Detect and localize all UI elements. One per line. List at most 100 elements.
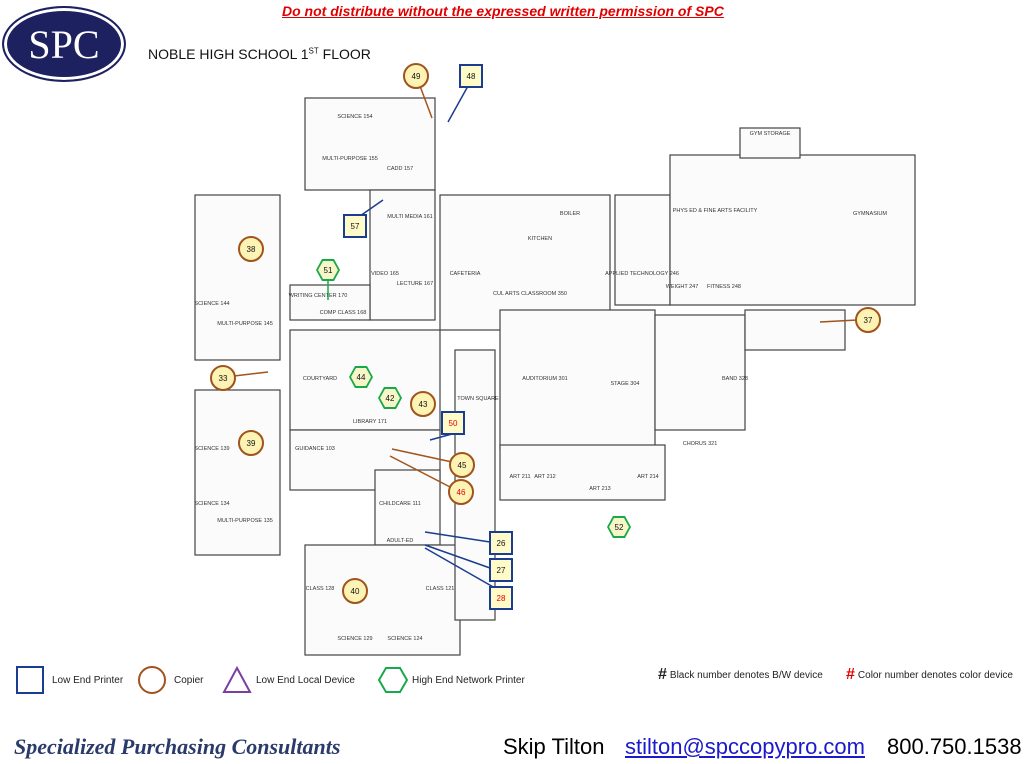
marker-number: 57 — [350, 221, 360, 231]
marker-arrows — [233, 85, 858, 589]
printer-marker[interactable]: 27 — [489, 558, 513, 582]
legend-label: Black number denotes B/W device — [669, 669, 823, 681]
room-label: STAGE 304 — [611, 381, 640, 387]
room-label: SCIENCE 134 — [194, 501, 229, 507]
network-printer-marker[interactable]: 44 — [349, 366, 373, 388]
printer-marker[interactable]: 57 — [343, 214, 367, 238]
room-label: WRITING CENTER 170 — [289, 293, 348, 299]
room-label: MULTI-PURPOSE 155 — [322, 156, 378, 162]
marker-number: 26 — [496, 538, 506, 548]
marker-number: 52 — [609, 518, 629, 536]
printer-marker[interactable]: 26 — [489, 531, 513, 555]
copier-marker-color[interactable]: 46 — [448, 479, 474, 505]
room-label: KITCHEN — [528, 236, 552, 242]
contact-email-link[interactable]: stilton@spccopypro.com — [625, 734, 865, 759]
circle-icon — [138, 666, 166, 694]
copier-marker[interactable]: 49 — [403, 63, 429, 89]
marker-number: 46 — [456, 487, 466, 497]
marker-number: 28 — [496, 593, 506, 603]
network-printer-marker[interactable]: 52 — [607, 516, 631, 538]
legend-label: Copier — [174, 674, 204, 686]
hexagon-icon — [378, 667, 408, 693]
room-label: AUDITORIUM 301 — [522, 376, 567, 382]
room-label: COMP CLASS 168 — [320, 310, 367, 316]
contact-name: Skip Tilton — [503, 734, 605, 759]
copier-marker[interactable]: 39 — [238, 430, 264, 456]
printer-marker-color[interactable]: 50 — [441, 411, 465, 435]
marker-number: 40 — [350, 586, 360, 596]
room-label: ART 212 — [534, 474, 556, 480]
network-printer-marker[interactable]: 42 — [378, 387, 402, 409]
marker-number: 43 — [418, 399, 428, 409]
marker-number: 33 — [218, 373, 228, 383]
room-label: CLASS 128 — [306, 586, 335, 592]
room-label: MULTI-PURPOSE 135 — [217, 518, 273, 524]
room-label: VIDEO 165 — [371, 271, 399, 277]
room-label: FITNESS 248 — [707, 284, 741, 290]
copier-marker[interactable]: 45 — [449, 452, 475, 478]
spc-logo: SPC — [2, 6, 126, 82]
logo-text: SPC — [28, 21, 100, 67]
room-label: MULTI MEDIA 161 — [387, 214, 432, 220]
room-label: BAND 328 — [722, 376, 748, 382]
copier-marker[interactable]: 43 — [410, 391, 436, 417]
marker-number: 37 — [863, 315, 873, 325]
network-printer-marker[interactable]: 51 — [316, 259, 340, 281]
distribution-warning: Do not distribute without the expressed … — [282, 3, 724, 19]
legend-copier: Copier — [138, 666, 203, 694]
room-labels: SCIENCE 154 CADD 157 MULTI-PURPOSE 155 M… — [194, 114, 887, 642]
room-label: ART 211 — [509, 474, 530, 480]
marker-number: 49 — [411, 71, 421, 81]
room-label: CADD 157 — [387, 166, 413, 172]
legend-low-end-local: Low End Local Device — [222, 666, 355, 694]
marker-number: 51 — [318, 261, 338, 279]
room-label: GYMNASIUM — [853, 211, 887, 217]
title-main: NOBLE HIGH SCHOOL 1 — [148, 46, 309, 62]
marker-number: 48 — [466, 71, 476, 81]
room-label: CUL ARTS CLASSROOM 350 — [493, 291, 567, 297]
room-label: BOILER — [560, 211, 580, 217]
room-label: LIBRARY 171 — [353, 419, 387, 425]
room-label: PHYS ED & FINE ARTS FACILITY — [673, 208, 758, 214]
legend-label: Color number denotes color device — [857, 669, 1013, 681]
room-label: SCIENCE 154 — [337, 114, 372, 120]
title-end: FLOOR — [318, 46, 371, 62]
room-label: SCIENCE 124 — [387, 636, 422, 642]
marker-number: 44 — [351, 368, 371, 386]
legend-label: High End Network Printer — [412, 674, 525, 686]
room-label: CHILDCARE 111 — [379, 501, 421, 507]
legend-bw-note: # Black number denotes B/W device — [658, 666, 823, 684]
marker-number: 42 — [380, 389, 400, 407]
legend-color-note: # Color number denotes color device — [846, 666, 1013, 684]
marker-number: 45 — [457, 460, 467, 470]
room-label: ART 213 — [589, 486, 611, 492]
room-label: CAFETERIA — [450, 271, 481, 277]
room-label: ADULT-ED — [387, 538, 414, 544]
room-label: ART 214 — [637, 474, 659, 480]
room-label: MULTI-PURPOSE 145 — [217, 321, 273, 327]
hash-icon-red: # — [846, 666, 855, 683]
printer-marker-color[interactable]: 28 — [489, 586, 513, 610]
marker-number: 39 — [246, 438, 256, 448]
room-label: COURTYARD — [303, 376, 337, 382]
building-outline — [194, 97, 916, 656]
contact-phone: 800.750.1538 — [887, 734, 1022, 759]
copier-marker[interactable]: 40 — [342, 578, 368, 604]
legend-label: Low End Printer — [52, 674, 124, 686]
copier-marker[interactable]: 38 — [238, 236, 264, 262]
room-label: SCIENCE 129 — [337, 636, 372, 642]
room-label: APPLIED TECHNOLOGY 246 — [605, 271, 679, 277]
room-label: GYM STORAGE — [750, 131, 791, 137]
room-label: WEIGHT 247 — [666, 284, 699, 290]
room-label: CLASS 121 — [426, 586, 455, 592]
printer-marker[interactable]: 48 — [459, 64, 483, 88]
copier-marker[interactable]: 33 — [210, 365, 236, 391]
legend-high-end-network: High End Network Printer — [378, 666, 525, 694]
copier-marker[interactable]: 37 — [855, 307, 881, 333]
page-title: NOBLE HIGH SCHOOL 1ST FLOOR — [148, 46, 371, 62]
marker-number: 27 — [496, 565, 506, 575]
room-label: SCIENCE 139 — [194, 446, 229, 452]
room-label: CHORUS 321 — [683, 441, 718, 447]
